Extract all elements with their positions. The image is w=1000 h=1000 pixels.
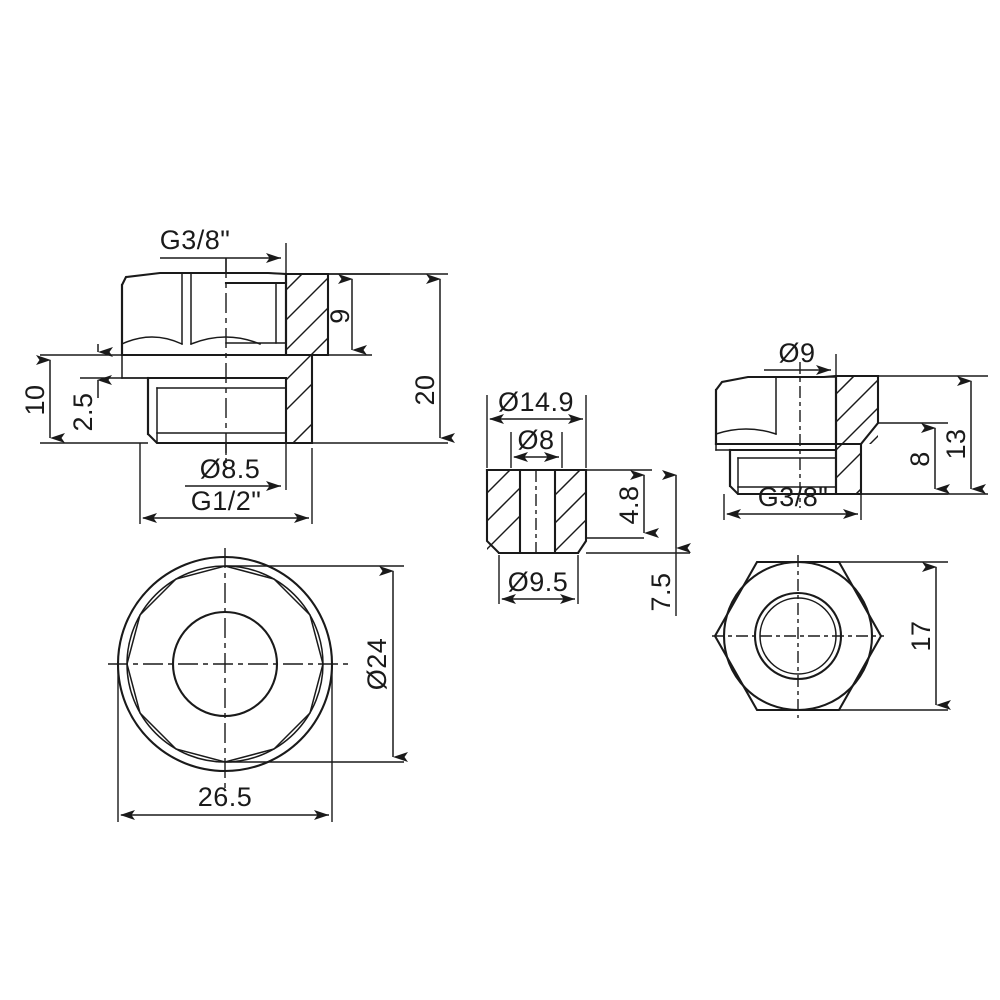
- plug-thread-major-circle: [753, 591, 843, 681]
- dimtext-dia9: Ø9: [778, 338, 815, 368]
- dimtext-25: 2.5: [68, 392, 98, 431]
- dimtext-ten: 10: [20, 384, 50, 415]
- seal-ring-left-hatching: [487, 470, 520, 553]
- view-seal-ring-section: Ø14.9 Ø8 Ø9.5 4.8 7.5: [485, 387, 691, 616]
- view-plug-end: 17: [712, 555, 951, 718]
- plug-section-hatching: [836, 376, 878, 494]
- dimtext-75: 7.5: [646, 572, 676, 611]
- seal-ring-right-hatching: [555, 470, 586, 553]
- dimtext-dia24: Ø24: [362, 638, 392, 691]
- plug-hex-inscribed-circle: [722, 560, 874, 712]
- dimtext-thirteen: 13: [941, 428, 971, 459]
- plug-chamfer: [859, 421, 880, 446]
- dimtext-dia149: Ø14.9: [498, 387, 574, 417]
- dimtext-48: 4.8: [614, 485, 644, 524]
- dimtext-g12: G1/2": [191, 486, 262, 516]
- plug-thread-minor-circle: [759, 597, 837, 675]
- adapter-hex-flat-arc-left: [121, 336, 183, 345]
- seal-ring-left-body: [485, 468, 522, 555]
- plug-hex-flat-arc-left: [715, 428, 777, 435]
- dimtext-eight: 8: [905, 451, 935, 467]
- dimtext-265: 26.5: [198, 782, 253, 812]
- dimtext-seventeen: 17: [906, 620, 936, 651]
- adapter-bore-circle: [171, 610, 279, 718]
- seal-ring-right-body: [553, 468, 588, 555]
- adapter-head-chamfer: [267, 272, 287, 275]
- adapter-section-outline: [284, 272, 330, 445]
- dimtext-twenty: 20: [410, 374, 440, 405]
- view-adapter-section: G3/8" 9 20 10 2.5 Ø8.5 G1/2": [20, 225, 455, 524]
- dimtext-dia95: Ø9.5: [508, 567, 569, 597]
- dimtext-g38-top: G3/8": [160, 225, 231, 255]
- dimtext-g38-bottom: G3/8": [758, 482, 829, 512]
- view-plug-section: Ø9 8 13 G3/8": [714, 338, 988, 520]
- dimtext-dia85: Ø8.5: [200, 454, 261, 484]
- adapter-hex-head-outline: [120, 271, 288, 357]
- plug-section-outline: [834, 374, 880, 496]
- dimtext-nine: 9: [325, 308, 355, 324]
- adapter-section-hatching: [286, 274, 328, 443]
- dimtext-dia8: Ø8: [517, 425, 554, 455]
- adapter-hex-flat-arc-right: [190, 336, 261, 345]
- view-adapter-end: Ø24 26.5: [108, 548, 408, 822]
